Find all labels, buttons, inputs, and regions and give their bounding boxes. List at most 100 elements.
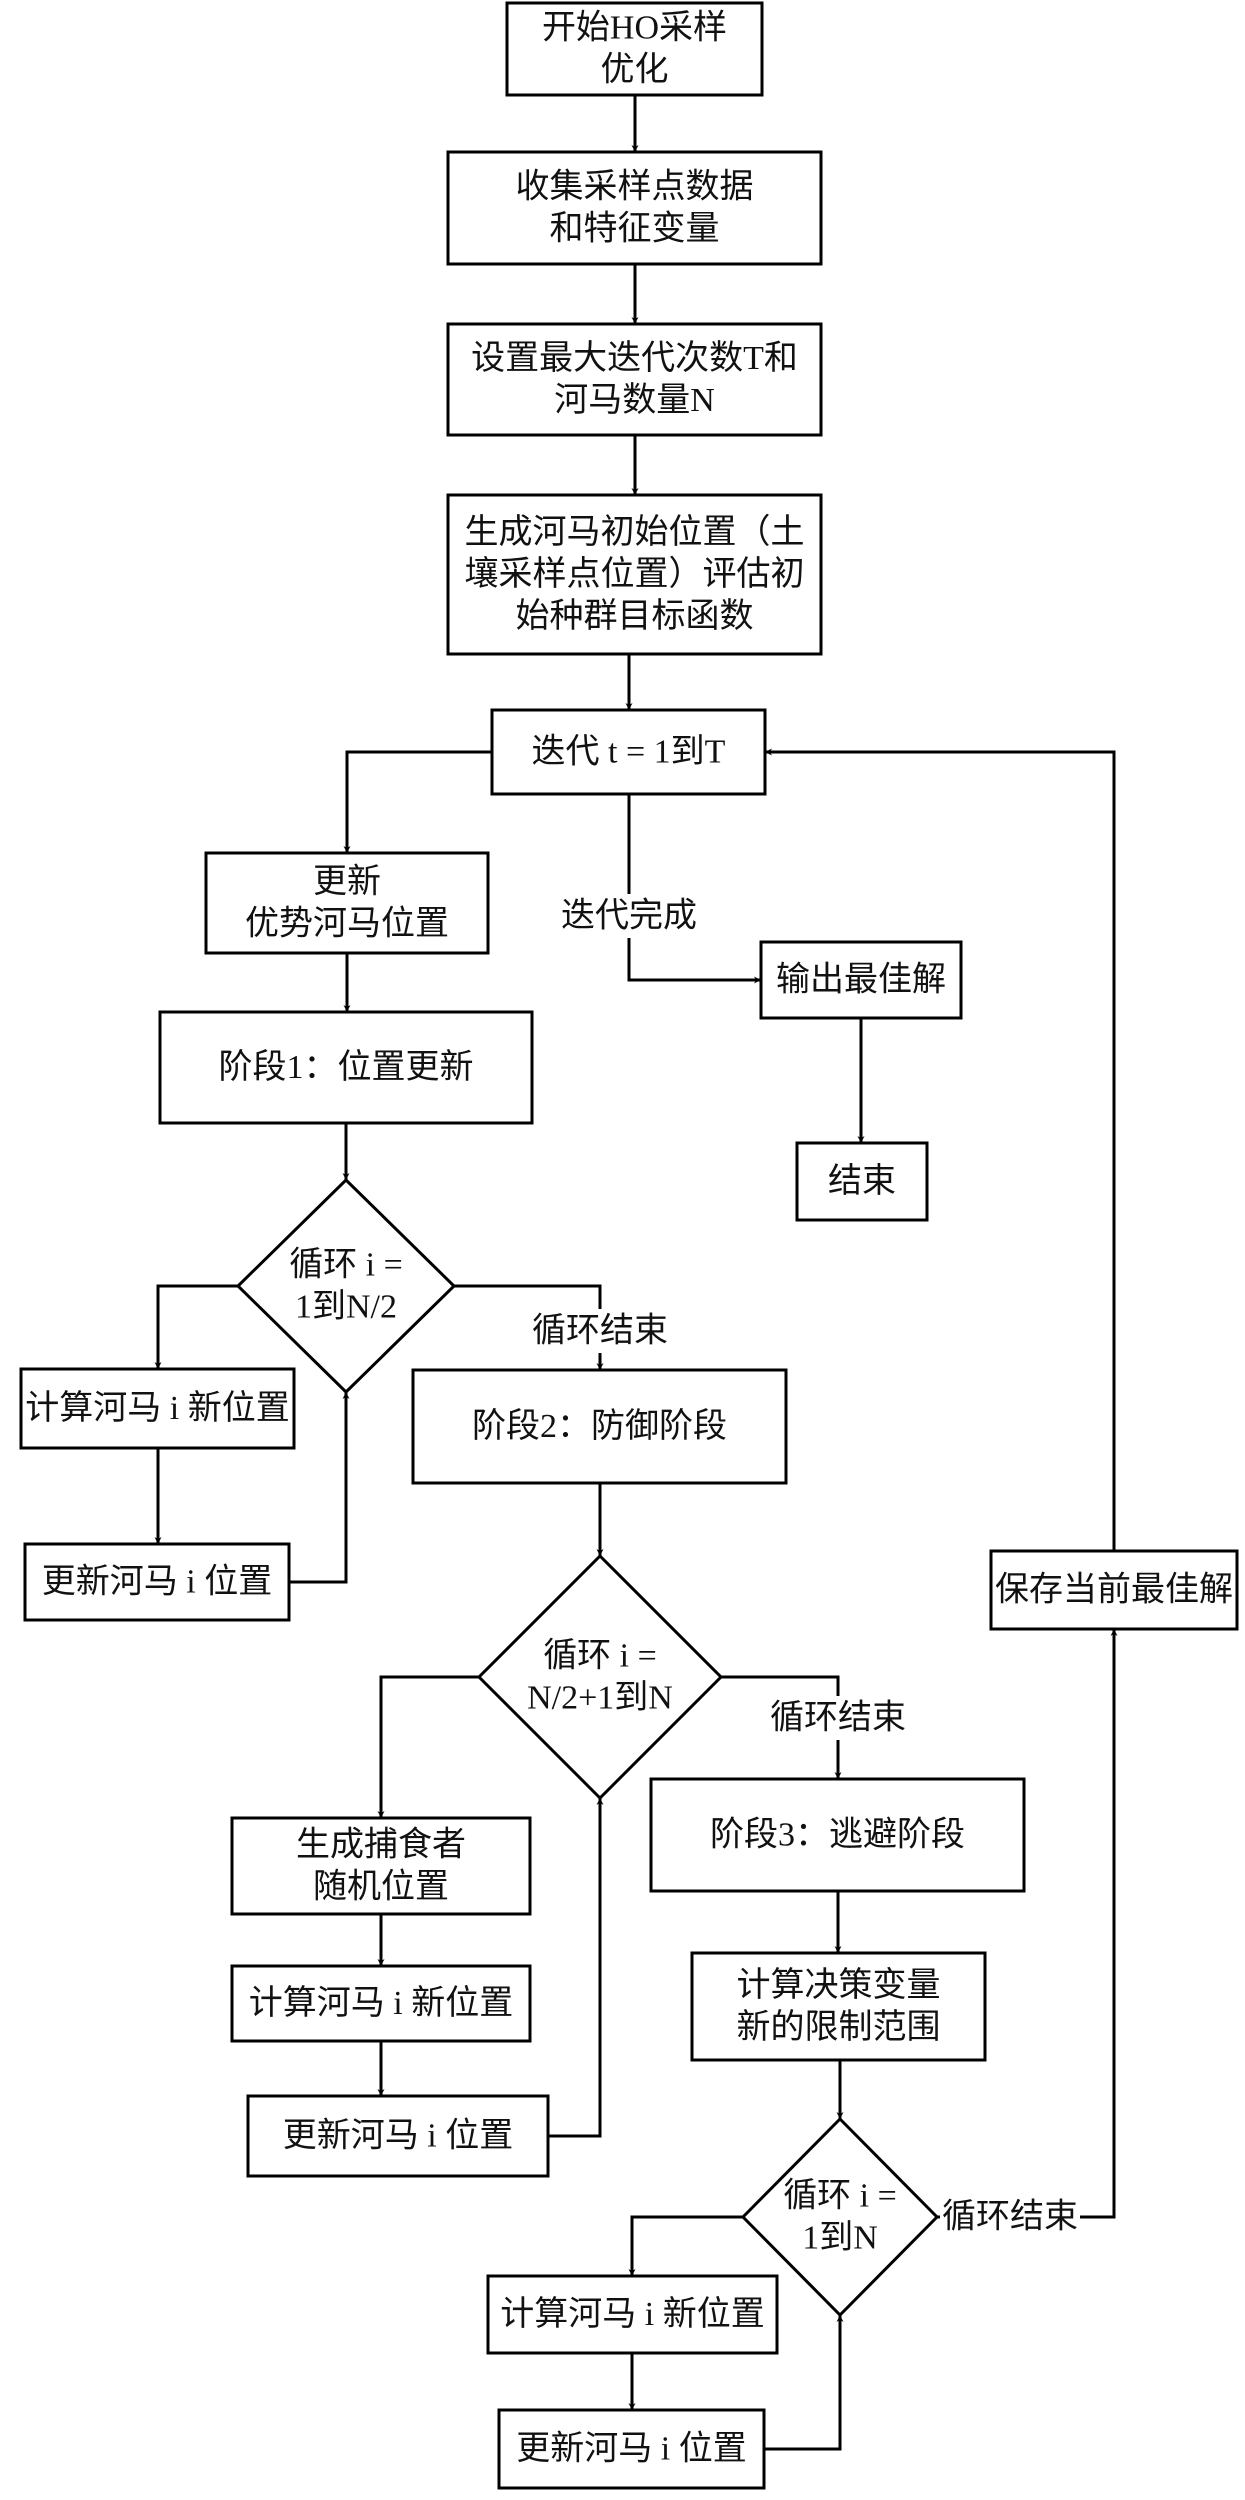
node-text: 阶段3：逃避阶段 xyxy=(710,1816,965,1854)
decision-diamond xyxy=(235,1177,457,1395)
process-box xyxy=(23,1542,291,1622)
process-box xyxy=(446,150,823,266)
edge-label-loop1-end: 循环结束 xyxy=(532,1309,668,1353)
edge-label-iteration-done: 迭代完成 xyxy=(561,894,697,938)
edge-loop3-to-calc3 xyxy=(628,2215,743,2276)
node-text: 1到N xyxy=(802,2220,878,2257)
node-text: 循环 i = xyxy=(543,1637,657,1675)
node-text: 结束 xyxy=(828,1162,896,1200)
edge-label-text: 循环结束 xyxy=(942,2198,1078,2236)
node-text: 循环 i = xyxy=(783,2177,897,2215)
edge-label-loop2-end: 循环结束 xyxy=(770,1696,906,1740)
node-text: 设置最大迭代次数T和 xyxy=(471,339,798,377)
node-text: 阶段1：位置更新 xyxy=(219,1048,474,1086)
node-text: 新的限制范围 xyxy=(737,2008,941,2046)
edge-update3-to-loop3 xyxy=(764,2315,844,2451)
node-iterate: 迭代 t = 1到T xyxy=(490,708,767,796)
process-box xyxy=(989,1549,1239,1631)
edge-loop1-to-calc1 xyxy=(154,1284,238,1369)
process-box xyxy=(446,322,823,437)
node-text: 1到N/2 xyxy=(295,1289,397,1326)
node-text: 随机位置 xyxy=(313,1868,449,1906)
node-text: 生成河马初始位置（土 xyxy=(465,513,805,551)
node-output: 输出最佳解 xyxy=(759,940,963,1020)
node-text: 河马数量N xyxy=(554,381,715,419)
edge-loop3-to-save xyxy=(937,1629,1118,2219)
process-box xyxy=(486,2274,779,2355)
process-box xyxy=(204,851,490,955)
node-text: 优化 xyxy=(601,51,669,89)
edge-iterate-to-output xyxy=(627,794,761,984)
edge-update1-to-loop1 xyxy=(289,1392,350,1584)
process-box xyxy=(690,1951,987,2062)
node-text: 壤采样点位置）评估初 xyxy=(465,555,805,593)
process-box xyxy=(649,1777,1026,1893)
process-box xyxy=(246,2094,550,2178)
node-save-best: 保存当前最佳解 xyxy=(989,1549,1239,1631)
node-phase1: 阶段1：位置更新 xyxy=(158,1010,534,1125)
node-calc3: 计算河马 i 新位置 xyxy=(486,2274,779,2355)
node-update1: 更新河马 i 位置 xyxy=(23,1542,291,1622)
edge-loop2-to-gen xyxy=(377,1675,479,1818)
node-phase2: 阶段2：防御阶段 xyxy=(411,1368,788,1485)
node-text: 保存当前最佳解 xyxy=(995,1571,1233,1609)
node-text: N/2+1到N xyxy=(527,1680,673,1717)
node-text: 始种群目标函数 xyxy=(516,597,754,635)
node-text: 优势河马位置 xyxy=(245,905,449,943)
edge-label-text: 循环结束 xyxy=(770,1699,906,1737)
node-text: 更新河马 i 位置 xyxy=(42,1563,272,1601)
node-loop3: 循环 i = 1到N xyxy=(740,2116,940,2318)
node-text: 生成捕食者 xyxy=(296,1826,466,1864)
edge-label-loop3-end: 循环结束 xyxy=(940,2195,1080,2239)
node-text: 和特征变量 xyxy=(550,210,720,248)
process-box xyxy=(497,2408,766,2490)
node-text: 收集采样点数据 xyxy=(516,168,754,206)
node-calc1: 计算河马 i 新位置 xyxy=(19,1367,296,1450)
decision-diamond xyxy=(476,1553,724,1801)
node-update3: 更新河马 i 位置 xyxy=(497,2408,766,2490)
edge-label-text: 循环结束 xyxy=(532,1312,668,1350)
edge-label-text: 迭代完成 xyxy=(561,897,697,935)
process-box xyxy=(505,1,764,97)
node-calc2: 计算河马 i 新位置 xyxy=(230,1964,532,2043)
node-text: 计算河马 i 新位置 xyxy=(500,2295,764,2333)
edge-save-to-iterate xyxy=(765,748,1116,1551)
process-box xyxy=(759,940,963,1020)
node-text: 更新 xyxy=(313,863,381,901)
process-box xyxy=(230,1816,532,1916)
node-loop1: 循环 i = 1到N/2 xyxy=(235,1177,457,1395)
node-text: 循环 i = xyxy=(289,1246,403,1284)
edge-loop2-to-phase3 xyxy=(721,1675,842,1779)
edge-update2-to-loop2 xyxy=(548,1798,604,2138)
decision-diamond xyxy=(740,2116,940,2318)
node-text: 计算河马 i 新位置 xyxy=(249,1984,513,2022)
process-box xyxy=(490,708,767,796)
process-box xyxy=(411,1368,788,1485)
node-text: 迭代 t = 1到T xyxy=(532,733,726,771)
node-text: 更新河马 i 位置 xyxy=(516,2430,746,2468)
node-text: 更新河马 i 位置 xyxy=(283,2117,513,2155)
node-loop2: 循环 i = N/2+1到N xyxy=(476,1553,724,1801)
node-text: 输出最佳解 xyxy=(776,961,946,999)
node-text: 计算河马 i 新位置 xyxy=(25,1389,289,1427)
process-box xyxy=(19,1367,296,1450)
node-update2: 更新河马 i 位置 xyxy=(246,2094,550,2178)
node-end: 结束 xyxy=(795,1141,929,1222)
process-box xyxy=(795,1141,929,1222)
edge-iterate-to-update-dom xyxy=(343,750,492,853)
process-box xyxy=(446,493,823,656)
node-text: 计算决策变量 xyxy=(737,1966,941,2004)
node-phase3: 阶段3：逃避阶段 xyxy=(649,1777,1026,1893)
process-box xyxy=(230,1964,532,2043)
node-text: 开始HO采样 xyxy=(542,9,727,47)
process-box xyxy=(158,1010,534,1125)
node-text: 阶段2：防御阶段 xyxy=(472,1407,727,1445)
